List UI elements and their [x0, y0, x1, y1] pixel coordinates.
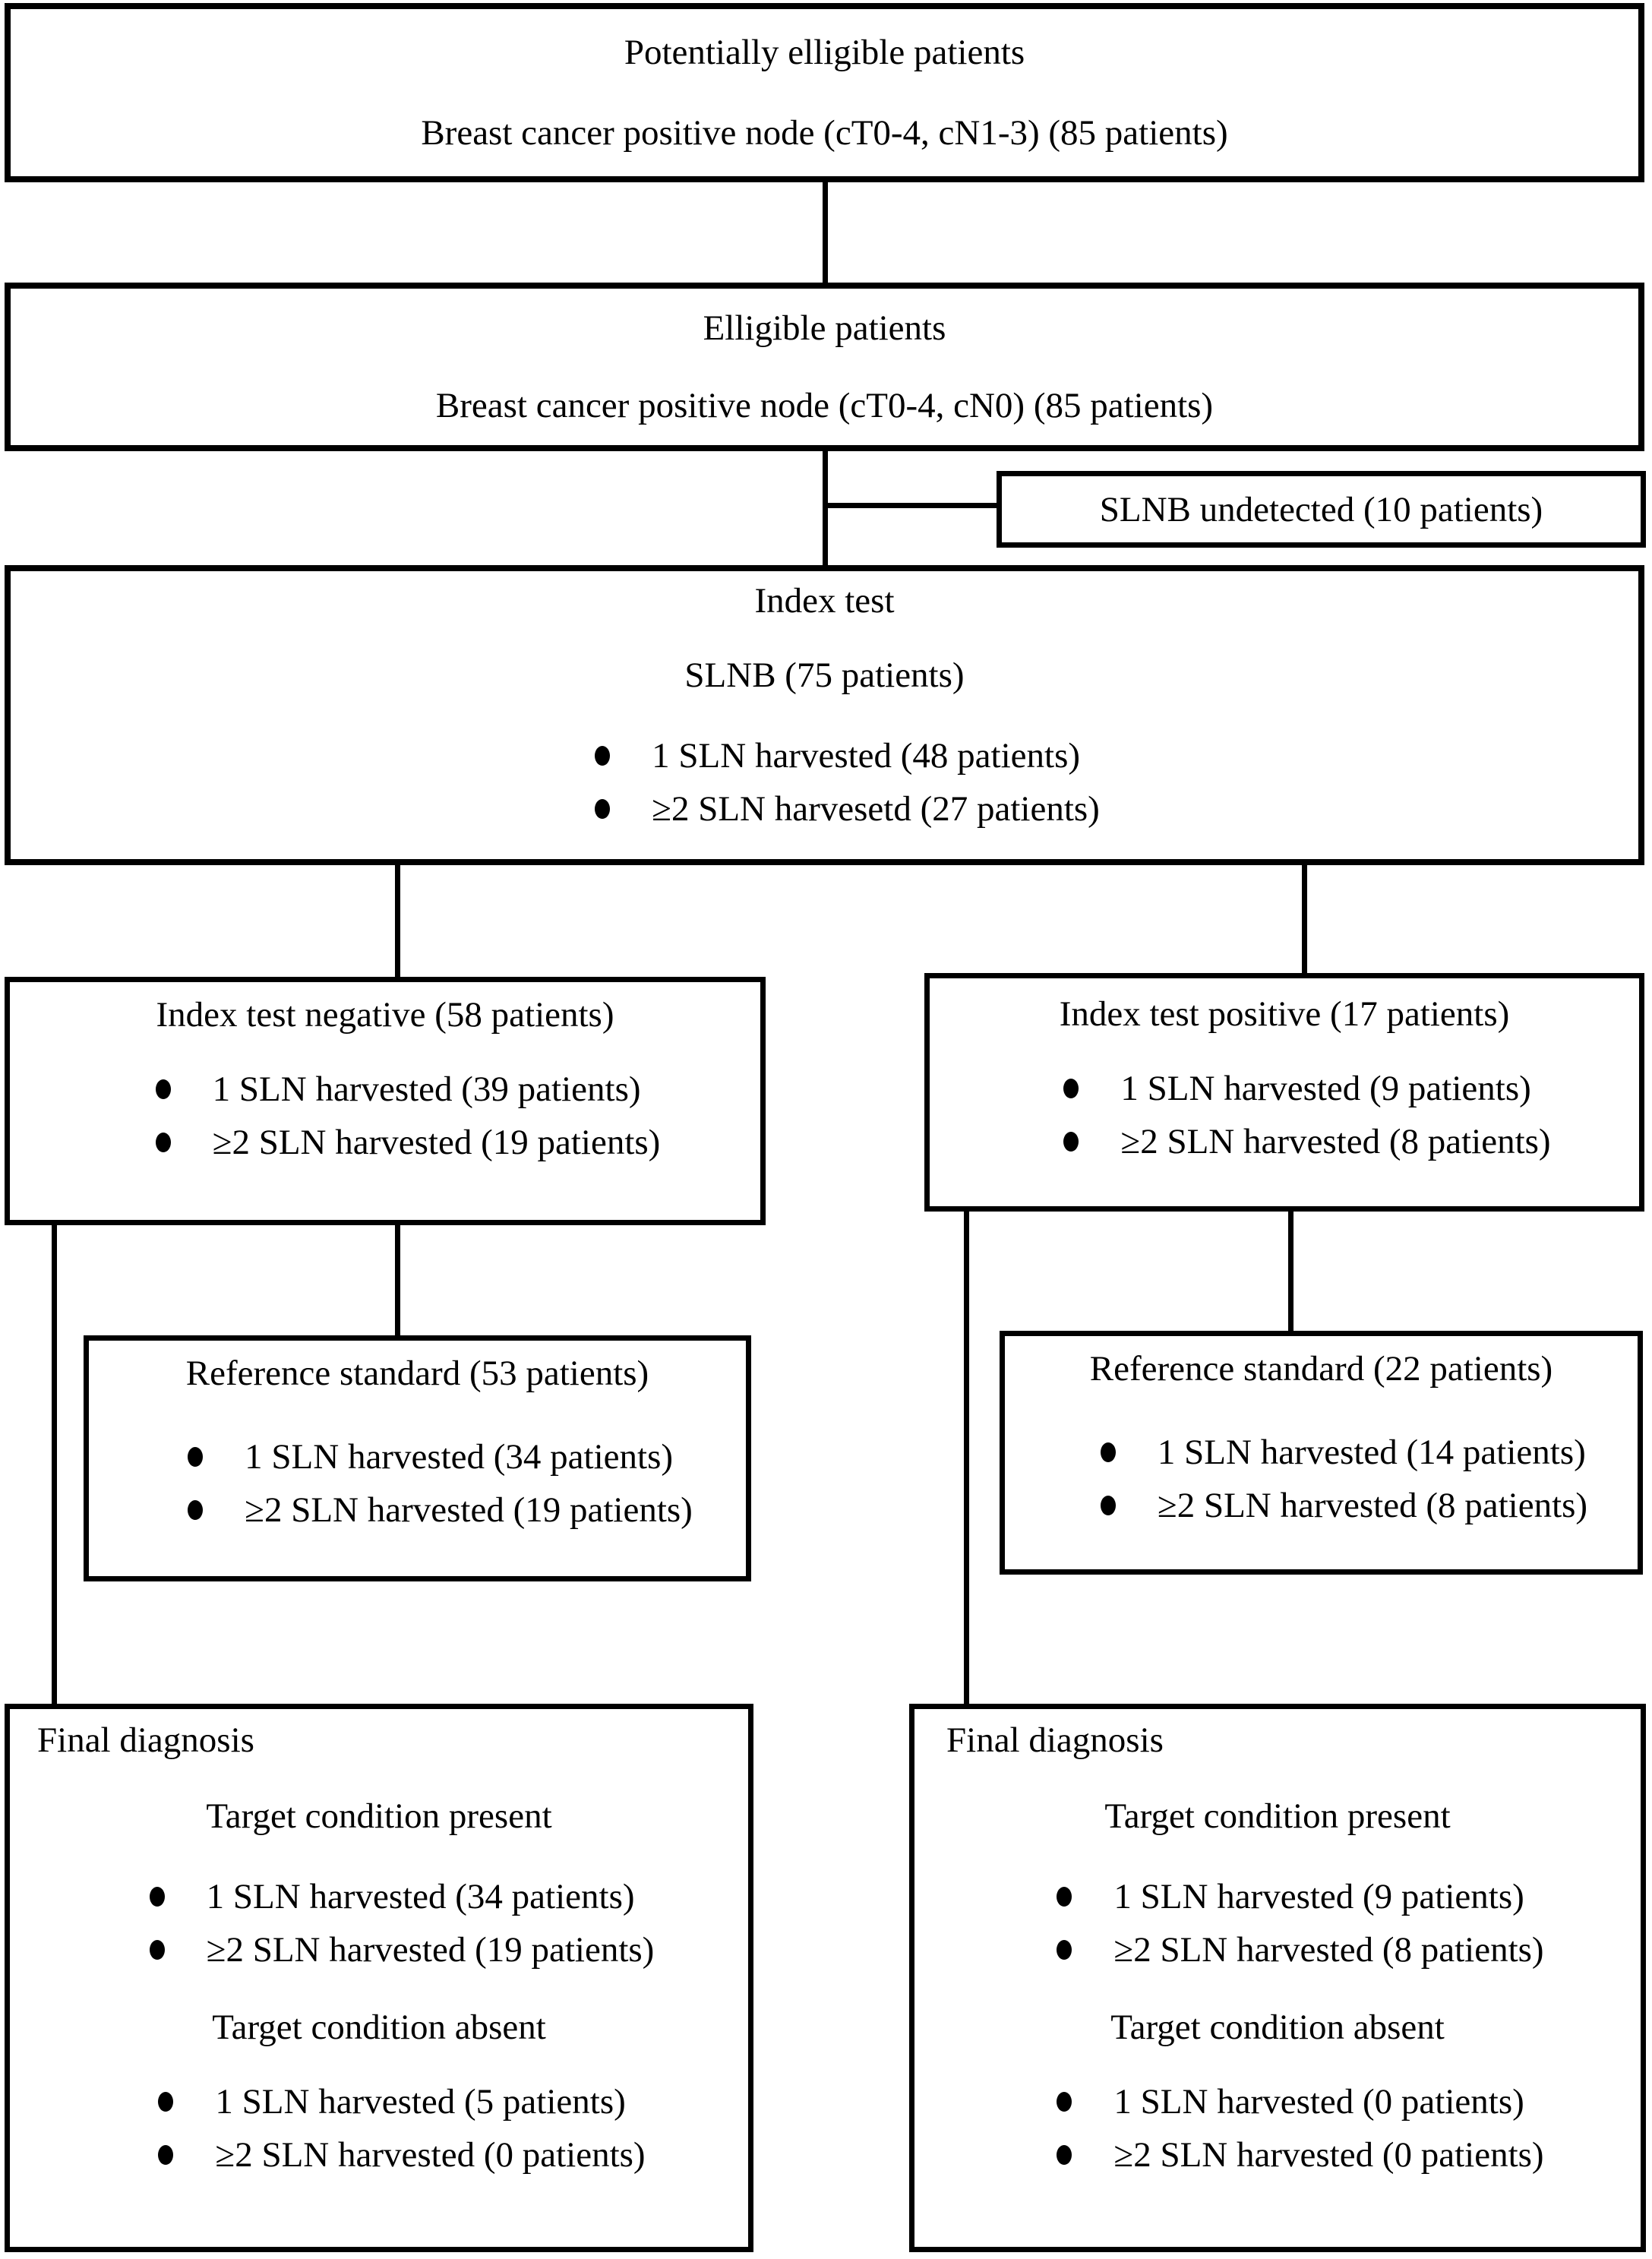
bullet-item: ≥2 SLN harvested (19 patients) [188, 1490, 693, 1531]
box-title: Potentially elligible patients [624, 33, 1025, 72]
target-condition-absent-heading: Target condition absent [1110, 2008, 1445, 2047]
bullet-dot-icon [595, 799, 611, 819]
box-subtitle: SLNB (75 patients) [684, 656, 965, 695]
box-subtitle: Breast cancer positive node (cT0-4, cN0)… [435, 386, 1214, 425]
bullet-item: 1 SLN harvested (14 patients) [1100, 1432, 1587, 1473]
box-potentially-eligible-patients: Potentially elligible patients Breast ca… [5, 3, 1644, 182]
bullet-dot-icon [1057, 2092, 1072, 2112]
bullet-item: ≥2 SLN harvested (0 patients) [158, 2134, 646, 2175]
bullet-text: 1 SLN harvested (48 patients) [652, 736, 1081, 776]
bullet-dot-icon [1057, 1940, 1072, 1960]
box-slnb-undetected: SLNB undetected (10 patients) [997, 471, 1646, 548]
box-title: Index test negative (58 patients) [156, 995, 614, 1035]
connector-index-test-positive [1302, 864, 1307, 975]
box-reference-standard-positive: Reference standard (22 patients) 1 SLN h… [1000, 1331, 1643, 1575]
bullet-text: 1 SLN harvested (9 patients) [1120, 1069, 1531, 1108]
bullet-text: 1 SLN harvested (34 patients) [206, 1877, 635, 1916]
connector-index-test [823, 450, 828, 567]
target-condition-present-heading: Target condition present [206, 1796, 552, 1836]
bullet-item: 1 SLN harvested (9 patients) [1057, 1876, 1543, 1917]
bullet-text: ≥2 SLN harvested (19 patients) [245, 1490, 693, 1530]
bullet-text: ≥2 SLN harvested (0 patients) [1113, 2135, 1544, 2175]
box-reference-standard-negative: Reference standard (53 patients) 1 SLN h… [84, 1335, 751, 1581]
connector-eligible [823, 181, 828, 284]
bullet-dot-icon [1063, 1079, 1079, 1098]
target-condition-present-heading: Target condition present [1104, 1796, 1451, 1836]
bullet-item: 1 SLN harvested (5 patients) [158, 2081, 645, 2122]
bullet-dot-icon [155, 1079, 171, 1099]
box-title: Reference standard (53 patients) [185, 1354, 649, 1393]
connector-final-diagnosis-negative [52, 1224, 57, 1705]
bullet-item: 1 SLN harvested (39 patients) [155, 1069, 661, 1110]
bullet-dot-icon [1100, 1442, 1116, 1462]
connector-final-diagnosis-positive [964, 1210, 969, 1705]
bullet-dot-icon [158, 2092, 174, 2112]
target-condition-absent-heading: Target condition absent [212, 2008, 546, 2047]
box-title: Final diagnosis [946, 1720, 1164, 1760]
bullet-text: ≥2 SLN harvested (19 patients) [206, 1930, 655, 1970]
box-eligible-patients: Elligible patients Breast cancer positiv… [5, 283, 1644, 451]
bullet-dot-icon [158, 2145, 174, 2165]
bullet-item: ≥2 SLN harvested (8 patients) [1057, 1929, 1544, 1970]
bullet-item: 1 SLN harvested (48 patients) [595, 735, 1100, 776]
bullet-text: 1 SLN harvested (34 patients) [245, 1437, 674, 1477]
bullet-dot-icon [1057, 2145, 1072, 2165]
bullet-text: ≥2 SLN harvested (0 patients) [215, 2135, 646, 2175]
bullet-text: 1 SLN harvested (9 patients) [1113, 1877, 1524, 1916]
connector-slnb-undetected [825, 503, 998, 508]
connector-reference-standard-positive [1288, 1210, 1293, 1335]
box-index-test-negative: Index test negative (58 patients) 1 SLN … [5, 977, 766, 1225]
bullet-text: ≥2 SLN harvested (19 patients) [212, 1123, 661, 1162]
connector-index-test-negative [395, 864, 400, 978]
bullet-text: ≥2 SLN harvesetd (27 patients) [652, 789, 1100, 829]
bullet-text: ≥2 SLN harvested (8 patients) [1157, 1486, 1588, 1525]
bullet-item: 1 SLN harvested (0 patients) [1057, 2081, 1543, 2122]
bullet-item: ≥2 SLN harvested (19 patients) [149, 1929, 655, 1970]
bullet-text: 1 SLN harvested (5 patients) [215, 2082, 626, 2122]
box-title: Reference standard (22 patients) [1089, 1349, 1553, 1389]
bullet-item: 1 SLN harvested (9 patients) [1063, 1068, 1550, 1109]
bullet-dot-icon [1063, 1132, 1079, 1152]
connector-reference-standard-negative [395, 1224, 400, 1337]
bullet-dot-icon [149, 1887, 165, 1907]
box-title: Index test [754, 581, 895, 621]
bullet-dot-icon [1100, 1496, 1116, 1515]
bullet-dot-icon [155, 1133, 171, 1152]
bullet-item: 1 SLN harvested (34 patients) [188, 1436, 693, 1477]
box-index-test: Index test SLNB (75 patients) 1 SLN harv… [5, 565, 1644, 865]
bullet-item: ≥2 SLN harvesetd (27 patients) [595, 788, 1100, 829]
box-final-diagnosis-positive: Final diagnosis Target condition present… [909, 1704, 1646, 2252]
bullet-dot-icon [149, 1940, 165, 1960]
box-final-diagnosis-negative: Final diagnosis Target condition present… [5, 1704, 753, 2252]
bullet-text: 1 SLN harvested (14 patients) [1157, 1433, 1586, 1472]
bullet-dot-icon [595, 746, 611, 766]
bullet-item: ≥2 SLN harvested (19 patients) [155, 1122, 661, 1163]
bullet-item: ≥2 SLN harvested (8 patients) [1100, 1485, 1588, 1526]
box-title: Final diagnosis [37, 1720, 254, 1760]
box-index-test-positive: Index test positive (17 patients) 1 SLN … [924, 973, 1644, 1212]
bullet-item: 1 SLN harvested (34 patients) [149, 1876, 655, 1917]
bullet-item: ≥2 SLN harvested (0 patients) [1057, 2134, 1544, 2175]
bullet-dot-icon [188, 1447, 204, 1467]
bullet-text: ≥2 SLN harvested (8 patients) [1113, 1930, 1544, 1970]
bullet-text: 1 SLN harvested (39 patients) [212, 1069, 641, 1109]
box-subtitle: Breast cancer positive node (cT0-4, cN1-… [421, 113, 1228, 153]
box-title: Index test positive (17 patients) [1059, 994, 1510, 1034]
bullet-dot-icon [188, 1500, 204, 1520]
bullet-item: ≥2 SLN harvested (8 patients) [1063, 1121, 1551, 1162]
bullet-dot-icon [1057, 1887, 1072, 1907]
bullet-text: ≥2 SLN harvested (8 patients) [1120, 1122, 1551, 1161]
box-label: SLNB undetected (10 patients) [1099, 489, 1543, 529]
box-title: Elligible patients [703, 308, 946, 348]
bullet-text: 1 SLN harvested (0 patients) [1113, 2082, 1524, 2122]
